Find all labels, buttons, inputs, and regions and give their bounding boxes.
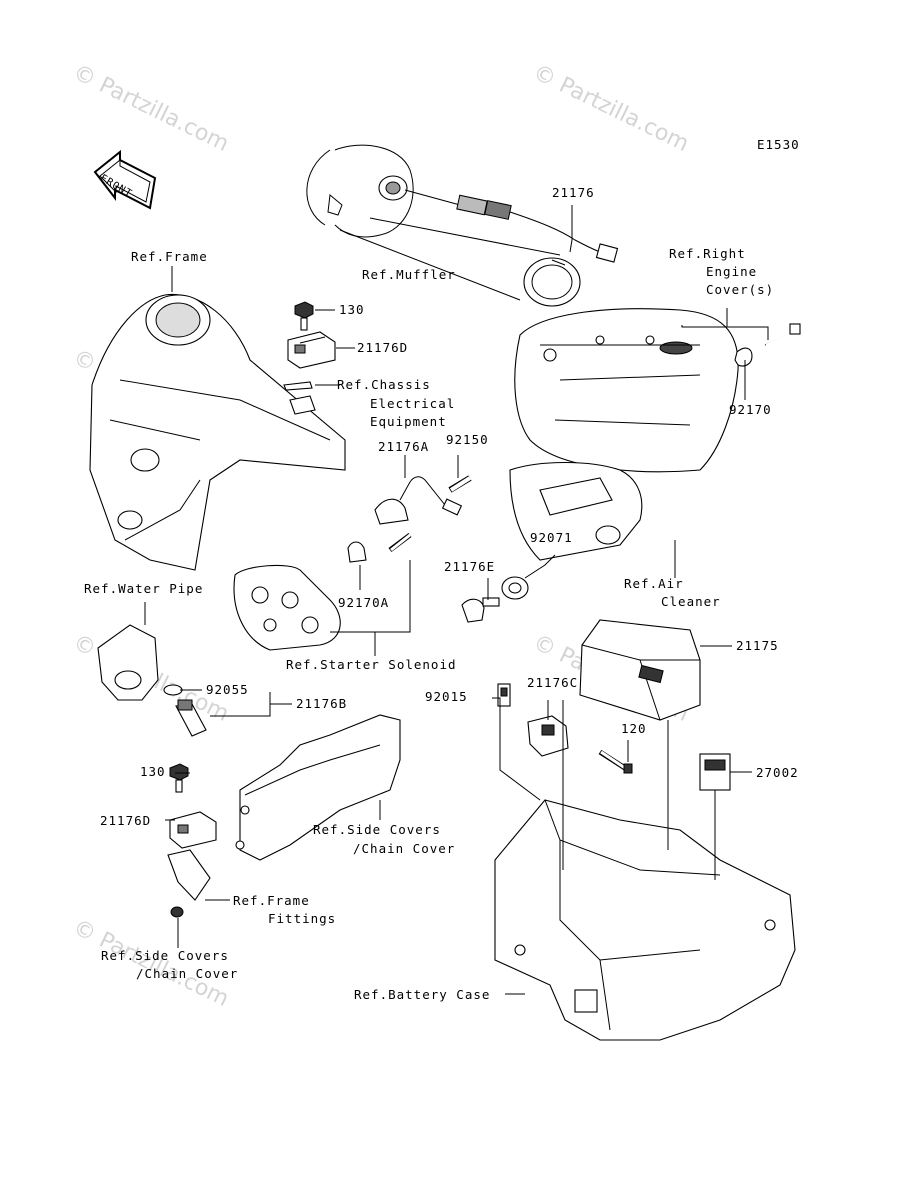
label-ref-air-2: Cleaner xyxy=(661,594,721,609)
label-21176a: 21176A xyxy=(378,439,430,454)
leader-lines xyxy=(144,205,769,995)
label-ref-frame: Ref.Frame xyxy=(131,249,208,264)
relay-21176c xyxy=(527,715,569,757)
label-ref-frame-fittings-1: Ref.Frame xyxy=(233,893,310,908)
label-130-low: 130 xyxy=(140,764,166,779)
label-ref-side-covers-2b: /Chain Cover xyxy=(136,966,239,981)
label-92170: 92170 xyxy=(729,402,772,417)
label-92055: 92055 xyxy=(206,682,249,697)
air-cleaner-illustration xyxy=(509,462,643,561)
label-ref-side-covers-2a: Ref.Side Covers xyxy=(101,948,229,963)
label-ref-water-pipe: Ref.Water Pipe xyxy=(84,581,204,596)
label-130-top: 130 xyxy=(339,302,365,317)
label-ref-chassis-2: Electrical xyxy=(370,396,456,411)
engine-cover-illustration xyxy=(514,308,739,473)
label-ref-chassis-3: Equipment xyxy=(370,414,447,429)
label-ref-muffler: Ref.Muffler xyxy=(362,267,456,282)
frame-illustration xyxy=(89,293,346,571)
label-ref-frame-fittings-2: Fittings xyxy=(268,911,337,926)
sensor-21176e xyxy=(461,597,500,623)
water-pipe-illustration xyxy=(97,624,159,701)
grommet-92071 xyxy=(501,576,529,600)
clamp-92170 xyxy=(734,347,753,367)
label-21176c: 21176C xyxy=(527,675,579,690)
muffler-illustration xyxy=(306,144,581,307)
front-arrow-icon xyxy=(93,149,157,210)
label-ref-right-3: Cover(s) xyxy=(706,282,775,297)
label-21176d-top: 21176D xyxy=(357,340,409,355)
label-ref-air-1: Ref.Air xyxy=(624,576,684,591)
label-120: 120 xyxy=(621,721,647,736)
sensor-21176-illustration xyxy=(404,189,619,263)
bolt-130-top xyxy=(294,301,314,331)
ecu-21175-illustration xyxy=(579,619,701,721)
bolt-92150 xyxy=(448,475,472,493)
label-ref-side-covers-1a: Ref.Side Covers xyxy=(313,822,441,837)
bolt-120 xyxy=(598,749,633,774)
label-27002: 27002 xyxy=(756,765,799,780)
screw-lower xyxy=(170,906,184,918)
clamp-92170a xyxy=(347,533,412,563)
relay-27002 xyxy=(699,753,731,791)
battery-case-illustration xyxy=(494,799,796,1041)
bolt-long-right xyxy=(764,323,801,346)
label-21176d-low: 21176D xyxy=(100,813,152,828)
sensor-21176a-illustration xyxy=(374,476,463,525)
label-ref-battery-case: Ref.Battery Case xyxy=(354,987,491,1002)
label-21176b: 21176B xyxy=(296,696,348,711)
oring-92055 xyxy=(163,684,183,696)
label-21175: 21175 xyxy=(736,638,779,653)
label-ref-right-2: Engine xyxy=(706,264,758,279)
diagram-id: E1530 xyxy=(757,137,800,152)
label-21176e: 21176E xyxy=(444,559,496,574)
label-ref-chassis-1: Ref.Chassis xyxy=(337,377,431,392)
label-92015: 92015 xyxy=(425,689,468,704)
side-cover-bracket-illustration xyxy=(235,714,401,861)
bolt-130-low xyxy=(169,763,189,793)
clip-92015 xyxy=(497,683,511,707)
sensor-21176b xyxy=(175,699,207,737)
label-21176: 21176 xyxy=(552,185,595,200)
label-ref-right-1: Ref.Right xyxy=(669,246,746,261)
starter-solenoid-illustration xyxy=(233,564,341,651)
sensor-21176d-top xyxy=(287,331,336,369)
label-ref-starter-solenoid: Ref.Starter Solenoid xyxy=(286,657,457,672)
sensor-21176d-low xyxy=(169,811,217,849)
bracket-top xyxy=(283,381,316,415)
frame-fitting-bracket xyxy=(167,849,211,901)
label-92170a: 92170A xyxy=(338,595,390,610)
label-92150: 92150 xyxy=(446,432,489,447)
label-92071: 92071 xyxy=(530,530,573,545)
label-ref-side-covers-1b: /Chain Cover xyxy=(353,841,456,856)
